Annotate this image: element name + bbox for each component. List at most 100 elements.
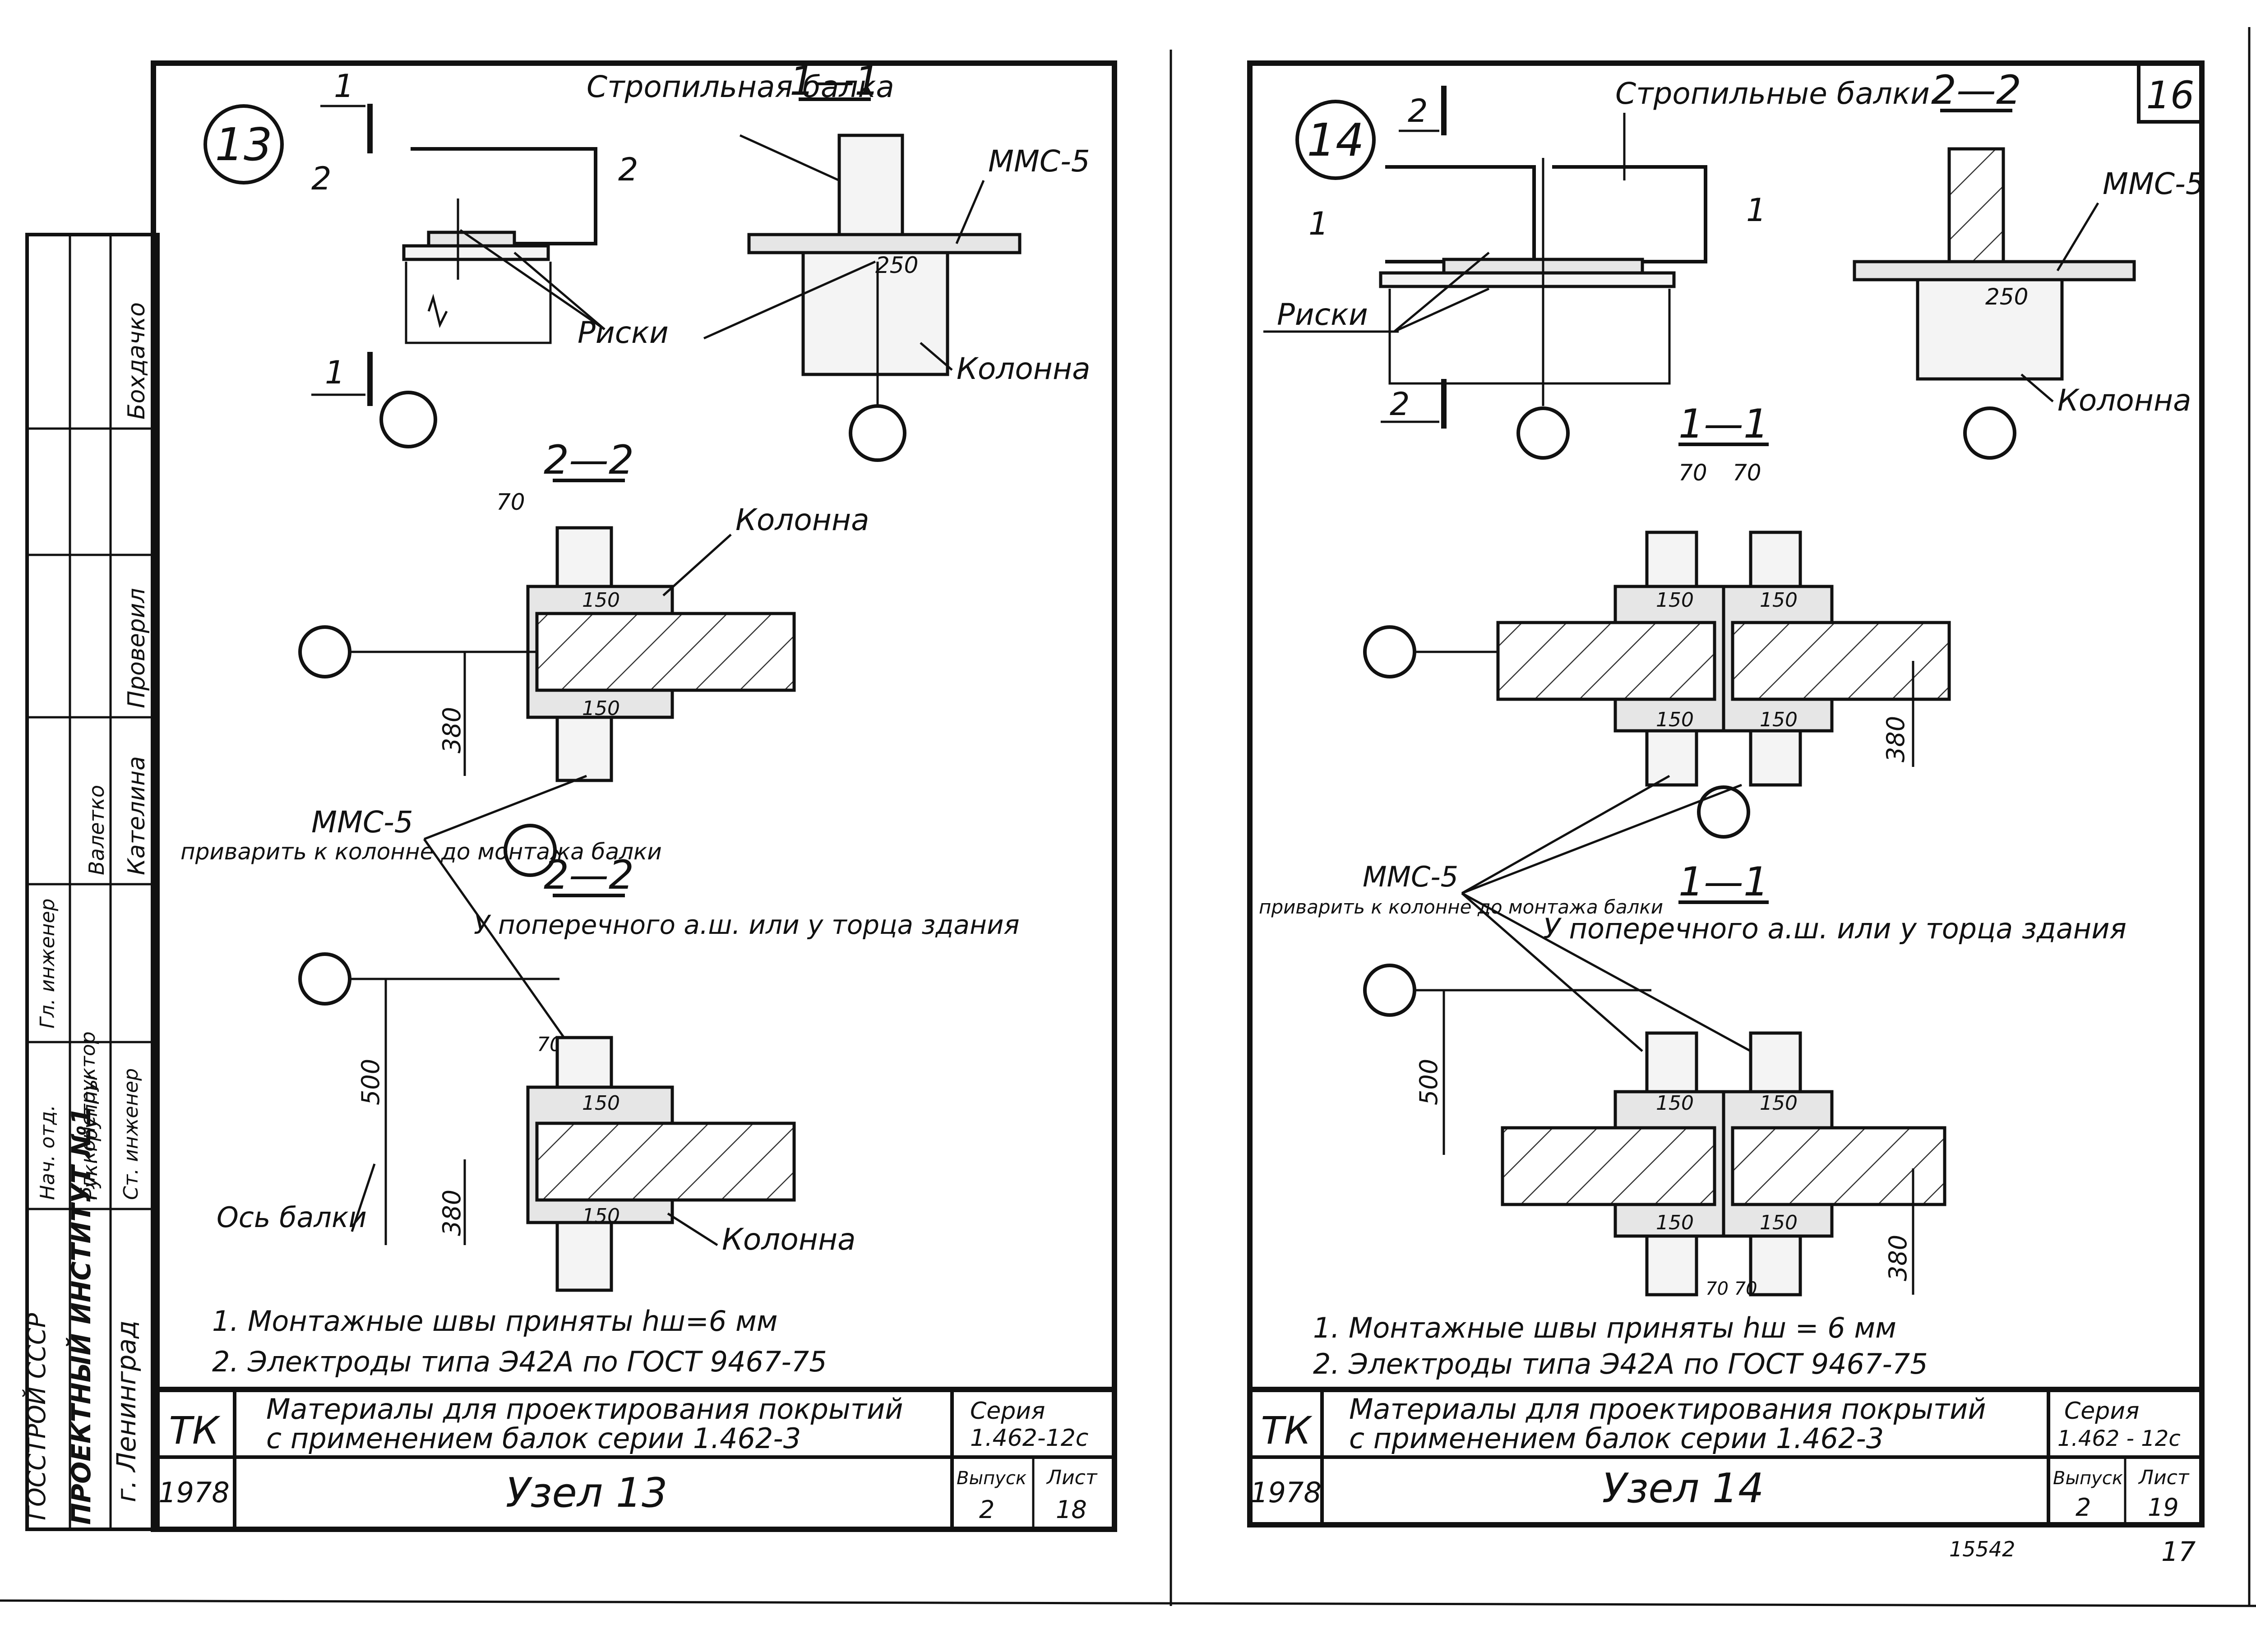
stamp-right-code: ТК	[1261, 1408, 1313, 1453]
dim-380: 380	[438, 707, 466, 753]
footer-code: 15542	[1949, 1537, 2015, 1561]
stamp-left-title-2: с применением балок серии 1.462-3	[266, 1422, 801, 1455]
role-4: Ст. инженер	[120, 1068, 143, 1200]
stamp-right-drawing-name: Узел 14	[1602, 1465, 1764, 1512]
dim-150-a: 150	[582, 589, 620, 612]
role-1: Нач. отд.	[36, 1105, 59, 1200]
corner-box	[2137, 61, 2204, 124]
label-column-top: Колонна	[957, 351, 1091, 386]
label-mms-top: ММС-5	[988, 144, 1090, 179]
axis-circle-r5	[1363, 964, 1416, 1017]
name-1: Валетко	[84, 785, 109, 875]
org-line-1: ГОССТРОЙ СССР	[23, 1313, 51, 1520]
org-line-2: ПРОЕКТНЫЙ ИНСТИТУТ №1	[65, 1107, 97, 1525]
section-1-1-top-right-title: 1—1	[1678, 401, 1769, 447]
name-0: Бохдачко	[123, 302, 150, 420]
label-column-bottom: Колонна	[722, 1222, 856, 1257]
stamp-right: ТК Материалы для проектирования покрытий…	[1250, 1387, 2202, 1525]
cut-2-right: 2	[618, 151, 638, 188]
section-1-1-title: 1—1	[790, 58, 880, 104]
dim-150-h-right: 150	[1760, 1211, 1798, 1234]
axis-circle-r2	[1963, 406, 2016, 460]
stamp-right-sheet-label: Лист	[2138, 1466, 2190, 1489]
node-13-number: 13	[215, 118, 272, 171]
label-weld-note-right: приварить к колонне до монтажа балки	[1259, 896, 1663, 918]
label-rafter-beam: Стропильная балка	[587, 69, 894, 104]
label-mms-note-right: ММС-5	[1363, 860, 1458, 893]
dim-150-e-right: 150	[1656, 1092, 1694, 1115]
node-14-circle	[1295, 100, 1376, 180]
node-14-number: 14	[1307, 114, 1364, 166]
note-2: 2. Электроды типа Э42А по ГОСТ 9467-75	[212, 1345, 827, 1378]
note-1-right: 1. Монтажные швы приняты hш = 6 мм	[1313, 1311, 1896, 1344]
sheet-right-frame	[1247, 60, 2205, 1527]
label-column-right: Колонна	[2057, 383, 2191, 418]
stamp-left-series-label: Серия	[970, 1398, 1045, 1425]
cut-2-bottom-right: 2	[1390, 386, 1410, 423]
stamp-left-issue-label: Выпуск	[957, 1468, 1026, 1489]
dim-70-70-right: 70 70	[1706, 1278, 1757, 1299]
stamp-left-sheet-label: Лист	[1046, 1466, 1098, 1489]
stamp-right-series-value: 1.462 - 12с	[2057, 1426, 2181, 1451]
cut-1-bottom: 1	[325, 354, 345, 391]
stamp-right-title-1: Материалы для проектирования покрытий	[1349, 1393, 1986, 1426]
section-2-2-bottom-title: 2—2	[544, 852, 634, 898]
stamp-left-year: 1978	[158, 1476, 230, 1509]
stamp-right-year: 1978	[1250, 1476, 1322, 1509]
dim-500: 500	[356, 1059, 385, 1105]
label-marks-right: Риски	[1277, 297, 1368, 332]
label-beam-axis: Ось балки	[217, 1201, 367, 1234]
dim-380-b: 380	[438, 1190, 466, 1236]
node-13-circle	[203, 104, 284, 185]
axis-circle-1	[379, 391, 437, 448]
dim-150-d-right: 150	[1760, 708, 1798, 731]
dim-250: 250	[875, 252, 918, 278]
dim-150-b: 150	[582, 697, 620, 720]
name-2: Кателина	[123, 756, 150, 875]
axis-circle-4	[504, 824, 557, 877]
cut-1-left-right: 1	[1308, 205, 1329, 242]
dim-250-right: 250	[1985, 284, 2028, 310]
dim-380-b-right: 380	[1884, 1235, 1912, 1281]
dim-150-b-right: 150	[1760, 589, 1798, 612]
axis-circle-r1	[1516, 406, 1570, 460]
cut-1-right-right: 1	[1746, 192, 1766, 229]
note-1: 1. Монтажные швы приняты hш=6 мм	[212, 1305, 778, 1338]
cut-1-top: 1	[334, 68, 354, 105]
dim-150-g-right: 150	[1656, 1211, 1694, 1234]
corner-number: 16	[2146, 73, 2195, 117]
check-label: Проверил	[123, 588, 150, 708]
org-line-3: г. Ленинград	[111, 1320, 142, 1502]
label-column-plan: Колонна	[735, 503, 869, 537]
sheet-right: 16 14 2 1 1 2 Риски Стропильные балки 2—…	[1247, 60, 2205, 1568]
page-number: 17	[2161, 1536, 2196, 1568]
dim-150-c: 150	[582, 1092, 620, 1115]
section-2-2-top-title: 2—2	[544, 437, 634, 483]
label-mms-right: ММС-5	[2103, 166, 2205, 201]
label-transverse: У поперечного а.ш. или у торца здания	[474, 909, 1019, 940]
note-2-right: 2. Электроды типа Э42А по ГОСТ 9467-75	[1313, 1347, 1928, 1380]
sheet-left-frame	[151, 60, 1117, 1532]
dim-70-b-right: 70	[1733, 460, 1761, 486]
dim-150-c-right: 150	[1656, 708, 1694, 731]
label-mms-note: ММС-5	[311, 805, 413, 840]
role-3: Рук. группы	[79, 1075, 102, 1200]
dim-150-d: 150	[582, 1204, 620, 1227]
axis-circle-r4	[1697, 785, 1750, 839]
label-transverse-right: У поперечного а.ш. или у торца здания	[1543, 912, 2127, 945]
label-rafter-beams: Стропильные балки	[1615, 76, 1930, 111]
dim-500-right: 500	[1415, 1059, 1443, 1105]
axis-circle-2	[849, 404, 906, 462]
stamp-right-title-2: с применением балок серии 1.462-3	[1349, 1422, 1884, 1455]
axis-circle-3	[298, 625, 351, 678]
stamp-left-code: ТК	[169, 1408, 221, 1453]
page-bottom-line	[0, 1599, 2256, 1607]
label-weld-note: приварить к колонне до монтажа балки	[180, 839, 662, 865]
dim-70: 70	[496, 489, 525, 515]
cut-2-top-right: 2	[1408, 92, 1428, 129]
section-1-1-bottom-right-title: 1—1	[1678, 858, 1769, 905]
stamp-left-drawing-name: Узел 13	[506, 1469, 668, 1517]
cut-2-left: 2	[311, 160, 332, 197]
axis-circle-5	[298, 952, 351, 1006]
